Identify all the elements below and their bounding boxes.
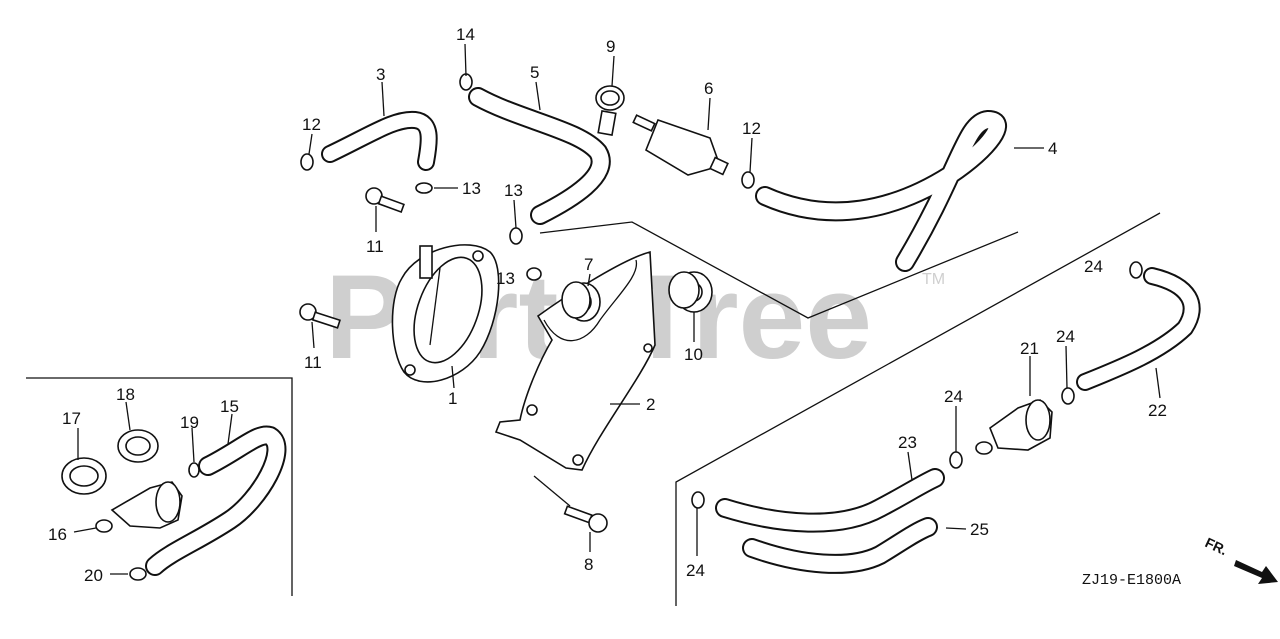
callout-23: 23 <box>898 433 917 452</box>
bolt-11-lower[interactable] <box>299 303 341 329</box>
callout-13-upper: 13 <box>462 179 481 198</box>
callout-12-left: 12 <box>302 115 321 134</box>
callout-20: 20 <box>84 566 103 585</box>
callout-19: 19 <box>180 413 199 432</box>
leader-lines <box>73 43 1161 575</box>
callout-3: 3 <box>376 65 385 84</box>
callout-24-lower: 24 <box>944 387 963 406</box>
callout-10: 10 <box>684 345 703 364</box>
grommet-10[interactable] <box>668 271 713 313</box>
grommet-7[interactable] <box>561 281 601 322</box>
fuel-hose-25[interactable] <box>742 517 938 574</box>
callout-11-lower: 11 <box>304 353 322 372</box>
left-inset-border <box>26 377 293 596</box>
fuel-hose-15[interactable] <box>145 425 287 576</box>
callout-11-upper: 11 <box>366 237 384 256</box>
callout-1: 1 <box>448 389 457 408</box>
diagram-code: ZJ19-E1800A <box>1082 572 1181 589</box>
callout-18: 18 <box>116 385 135 404</box>
bolt-11-upper[interactable] <box>365 187 405 213</box>
direction-label: FR. <box>1203 534 1230 558</box>
fuel-hose-4[interactable] <box>755 110 1007 272</box>
callout-25: 25 <box>970 520 989 539</box>
callout-15: 15 <box>220 397 239 416</box>
callout-labels: 14 5 3 9 6 12 12 13 13 13 11 7 10 11 1 2… <box>48 25 1167 585</box>
callout-2: 2 <box>646 395 655 414</box>
callout-5: 5 <box>530 63 539 82</box>
callout-4: 4 <box>1048 139 1057 158</box>
callout-13-lower: 13 <box>496 269 515 288</box>
hose-clamp-17[interactable] <box>61 457 107 495</box>
watermark-trademark: TM <box>922 271 945 288</box>
callout-24-bottom: 24 <box>686 561 705 580</box>
callout-17: 17 <box>62 409 81 428</box>
bolt-8[interactable] <box>563 505 608 533</box>
fuel-hose-5[interactable] <box>468 87 611 225</box>
callout-16: 16 <box>48 525 67 544</box>
callout-13-middle: 13 <box>504 181 523 200</box>
callout-6: 6 <box>704 79 713 98</box>
fuel-filter-6[interactable] <box>632 114 729 176</box>
fuel-hose-23[interactable] <box>715 468 945 533</box>
fuel-pump[interactable] <box>391 244 500 383</box>
fuel-hose-22[interactable] <box>1076 267 1201 391</box>
front-direction-arrow: FR. <box>1203 534 1278 584</box>
callout-24-middle: 24 <box>1056 327 1075 346</box>
hose-clips[interactable] <box>129 73 1143 581</box>
callout-9: 9 <box>606 37 615 56</box>
connector-line <box>539 221 1019 319</box>
right-inset-border <box>675 212 1161 606</box>
callout-14: 14 <box>456 25 475 44</box>
callout-21: 21 <box>1020 339 1039 358</box>
callout-8: 8 <box>584 555 593 574</box>
callout-7: 7 <box>584 255 593 274</box>
callout-24-top: 24 <box>1084 257 1103 276</box>
hose-clamp-9[interactable] <box>595 85 625 136</box>
hose-clamp-18[interactable] <box>117 429 159 463</box>
fuel-filter-16[interactable] <box>95 481 183 533</box>
pump-bracket[interactable] <box>494 250 656 471</box>
fuel-hose-3[interactable] <box>321 110 438 171</box>
fuel-filter-21[interactable] <box>975 399 1053 455</box>
callout-22: 22 <box>1148 401 1167 420</box>
callout-12-right: 12 <box>742 119 761 138</box>
